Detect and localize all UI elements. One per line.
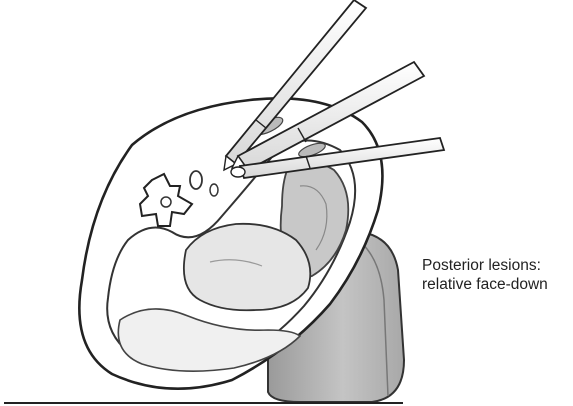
- liver-organ: [184, 224, 310, 310]
- caption-line-1: Posterior lesions:: [422, 256, 548, 275]
- position-caption: Posterior lesions: relative face-down: [422, 256, 548, 294]
- vessel-aorta: [190, 171, 202, 189]
- vessel-vena-cava: [210, 184, 218, 196]
- caption-line-2: relative face-down: [422, 275, 548, 294]
